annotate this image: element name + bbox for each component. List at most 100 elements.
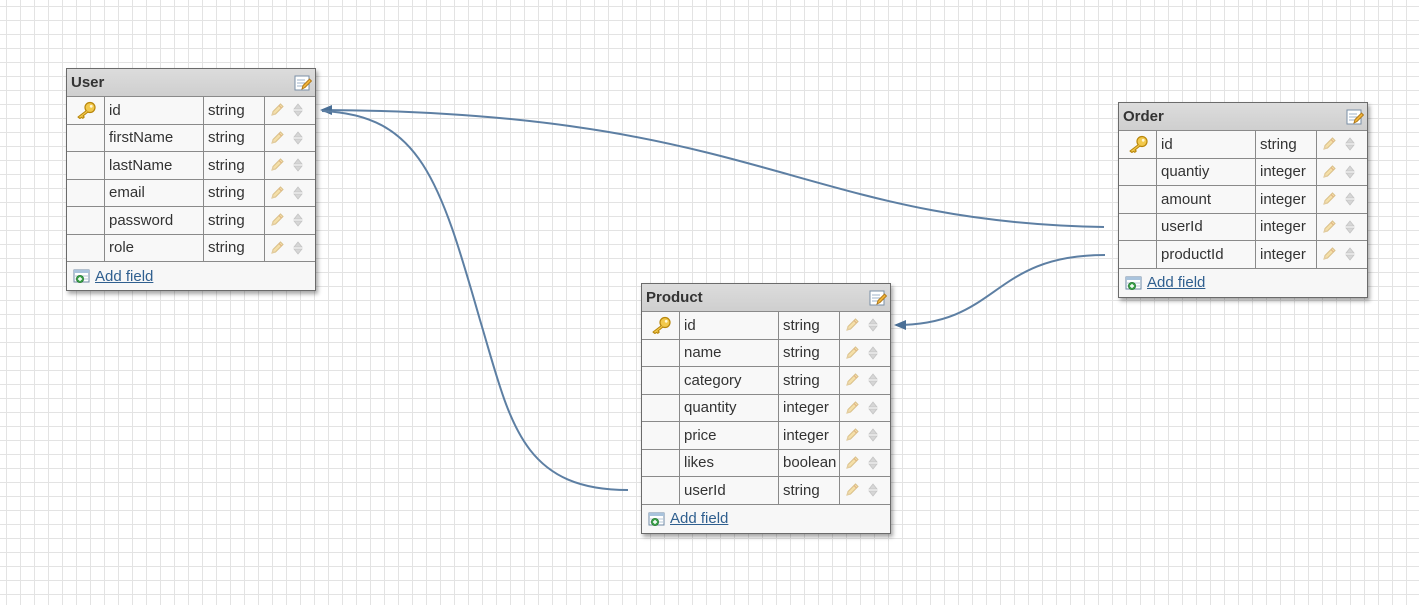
field-row-name[interactable]: name string [642,339,890,367]
field-type: boolean [783,454,837,472]
field-type: integer [783,399,829,417]
field-key-cell [642,367,680,394]
add-field-icon[interactable] [73,268,91,284]
pencil-icon[interactable] [844,455,860,471]
edit-table-icon[interactable] [1346,108,1364,126]
add-field-row[interactable]: Add field [67,262,315,290]
add-field-link[interactable]: Add field [1147,274,1206,291]
pencil-icon[interactable] [269,157,285,173]
field-key-cell [1119,158,1157,185]
add-field-link[interactable]: Add field [95,267,154,285]
field-name: name [684,344,722,362]
field-actions [840,422,888,449]
edit-table-icon[interactable] [869,289,887,307]
field-key-cell [1119,186,1157,213]
updown-icon[interactable] [868,455,878,471]
field-type: string [208,211,245,229]
field-name: password [109,211,174,229]
add-field-icon[interactable] [648,511,666,527]
field-type: string [783,316,820,334]
field-name: category [684,371,742,389]
updown-icon[interactable] [1345,219,1355,235]
field-type: string [208,129,245,147]
add-field-icon[interactable] [1125,275,1143,291]
field-actions [265,125,313,152]
field-name: id [109,101,121,119]
updown-icon[interactable] [868,372,878,388]
field-row-password[interactable]: password string [67,207,315,235]
field-type-cell: string [779,477,840,504]
add-field-row[interactable]: Add field [1119,269,1367,297]
pencil-icon[interactable] [1321,246,1337,262]
field-actions [265,152,313,179]
pencil-icon[interactable] [844,427,860,443]
pencil-icon[interactable] [269,185,285,201]
updown-icon[interactable] [293,212,303,228]
user-table-title: User [71,74,105,91]
updown-icon[interactable] [868,400,878,416]
pencil-icon[interactable] [1321,219,1337,235]
field-key-cell [67,207,105,234]
updown-icon[interactable] [1345,136,1355,152]
field-type: integer [783,426,829,444]
field-name-cell: lastName [105,152,204,179]
field-name-cell: role [105,234,204,261]
pencil-icon[interactable] [844,400,860,416]
pencil-icon[interactable] [844,317,860,333]
pencil-icon[interactable] [844,345,860,361]
edit-table-icon[interactable] [294,74,312,92]
updown-icon[interactable] [1345,164,1355,180]
field-key-cell [642,422,680,449]
pencil-icon[interactable] [844,372,860,388]
updown-icon[interactable] [293,240,303,256]
pencil-icon[interactable] [1321,136,1337,152]
field-name-cell: id [105,97,204,124]
pencil-icon[interactable] [269,240,285,256]
updown-icon[interactable] [868,427,878,443]
updown-icon[interactable] [868,345,878,361]
updown-icon[interactable] [1345,246,1355,262]
updown-icon[interactable] [1345,191,1355,207]
add-field-row[interactable]: Add field [642,505,890,533]
updown-icon[interactable] [868,482,878,498]
connector-product-userId-to-user-id[interactable] [321,110,629,491]
updown-icon[interactable] [868,317,878,333]
connector-order-userId-to-user-id[interactable] [320,105,1105,228]
updown-icon[interactable] [293,157,303,173]
add-field-link[interactable]: Add field [670,510,729,527]
field-type: string [783,344,820,362]
connector-order-productId-to-product-id[interactable] [894,254,1106,330]
pencil-icon[interactable] [844,482,860,498]
field-type: string [208,156,245,174]
pencil-icon[interactable] [269,212,285,228]
pencil-icon[interactable] [269,102,285,118]
updown-icon[interactable] [293,130,303,146]
pencil-icon[interactable] [1321,164,1337,180]
pencil-icon[interactable] [1321,191,1337,207]
field-key-cell [67,179,105,206]
pencil-icon[interactable] [269,130,285,146]
updown-icon[interactable] [293,102,303,118]
field-type: string [208,184,245,202]
updown-icon[interactable] [293,185,303,201]
